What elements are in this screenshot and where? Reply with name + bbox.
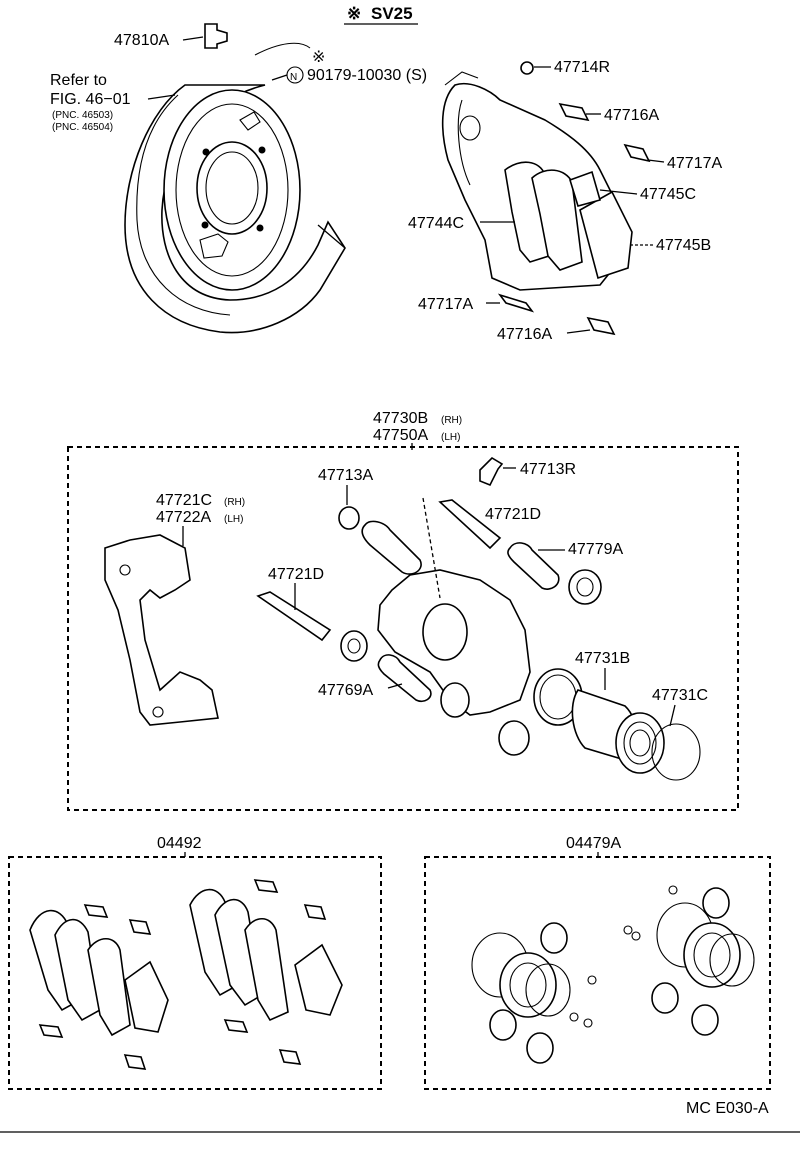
bleeder-cap (520, 61, 534, 75)
pad-support-plate-a (558, 102, 590, 122)
note-part-number: 90179-10030 (S) (307, 67, 427, 84)
footer: MC E030-A (0, 1100, 800, 1133)
refer-pnc2: (PNC. 46504) (52, 122, 113, 133)
footer-code: MC E030-A (686, 1100, 769, 1117)
bushing (440, 682, 470, 718)
guide-pin-47779A (507, 542, 560, 590)
label-47716A-b: 47716A (497, 326, 552, 343)
header: ※ SV25 (344, 4, 418, 25)
shim-inner (569, 170, 601, 207)
label-47745B: 47745B (656, 237, 711, 254)
label-47713A: 47713A (318, 467, 373, 484)
pad-outer (531, 169, 583, 271)
caliper-assembly: 47730B (RH) 47750A (LH) 47721C (RH) 4772… (67, 410, 739, 811)
brake-pads-top (504, 161, 633, 280)
guide-pin-47769A (377, 654, 432, 703)
header-code: SV25 (371, 4, 413, 23)
pad-kit: 04492 (8, 835, 382, 1090)
label-47721D-a: 47721D (485, 506, 541, 523)
note-mark: ※ (312, 49, 325, 66)
label-mount-rh-side: (RH) (224, 497, 245, 508)
guide-pin-upper (361, 520, 422, 575)
bolt-47721D-b (256, 591, 332, 642)
header-mark: ※ (347, 4, 361, 23)
pad-support-plate-b (586, 316, 616, 336)
seal-kit-set-left (471, 922, 597, 1064)
label-47714R: 47714R (554, 59, 610, 76)
assy-rh-side: (RH) (441, 415, 462, 426)
boot-upper (568, 569, 602, 605)
anti-squeal-shim (579, 190, 633, 280)
seal-kit-set-right (623, 885, 755, 1036)
caliper-assy-box (67, 446, 739, 811)
pad-kit-set-left (29, 904, 169, 1070)
refer-line2: FIG. 46−01 (50, 91, 131, 108)
pad-wear-indicator-a (623, 143, 651, 163)
label-47731B: 47731B (575, 650, 630, 667)
mounting-bracket (104, 534, 219, 726)
bolt-47721D-a (438, 499, 502, 550)
label-mount-lh-side: (LH) (224, 514, 243, 525)
assy-lh-number: 47750A (373, 427, 428, 444)
hub-hole (196, 141, 268, 235)
bolt-47810A (204, 23, 228, 49)
label-47779A: 47779A (568, 541, 623, 558)
label-47769A: 47769A (318, 682, 373, 699)
boot-ring-47731C (651, 723, 701, 781)
label-pad-kit: 04492 (157, 835, 202, 852)
seal-kit: 04479A (424, 835, 771, 1090)
caliper-bore (422, 603, 468, 661)
refer-pnc1: (PNC. 46503) (52, 110, 113, 121)
assy-rh-number: 47730B (373, 410, 428, 427)
pad-wear-indicator-b (497, 293, 535, 313)
label-47721D-b: 47721D (268, 566, 324, 583)
refer-line1: Refer to (50, 72, 107, 89)
label-47717A-b: 47717A (418, 296, 473, 313)
label-47717A-a: 47717A (667, 155, 722, 172)
label-47716A-a: 47716A (604, 107, 659, 124)
label-47810A: 47810A (114, 32, 169, 49)
label-47745C: 47745C (640, 186, 696, 203)
pad-kit-set-right (189, 879, 343, 1065)
label-47744C: 47744C (408, 215, 464, 232)
label-47713R: 47713R (520, 461, 576, 478)
boot-bottom (498, 720, 530, 756)
boot-lower (340, 630, 368, 662)
backing-plate (124, 42, 346, 334)
bleeder-screw (479, 456, 504, 487)
top-labels: 47810A Refer to FIG. 46−01 (PNC. 46503) … (50, 32, 722, 343)
label-47731C: 47731C (652, 687, 708, 704)
clips-top (204, 23, 651, 336)
label-mount-lh: 47722A (156, 509, 211, 526)
label-mount-rh: 47721C (156, 492, 212, 509)
assy-lh-side: (LH) (441, 432, 460, 443)
seal-kit-box (424, 856, 771, 1090)
note-n-symbol: N (290, 72, 297, 83)
pad-kit-box (8, 856, 382, 1090)
bleeder-cap-47713A (338, 506, 360, 530)
label-seal-kit: 04479A (566, 835, 621, 852)
